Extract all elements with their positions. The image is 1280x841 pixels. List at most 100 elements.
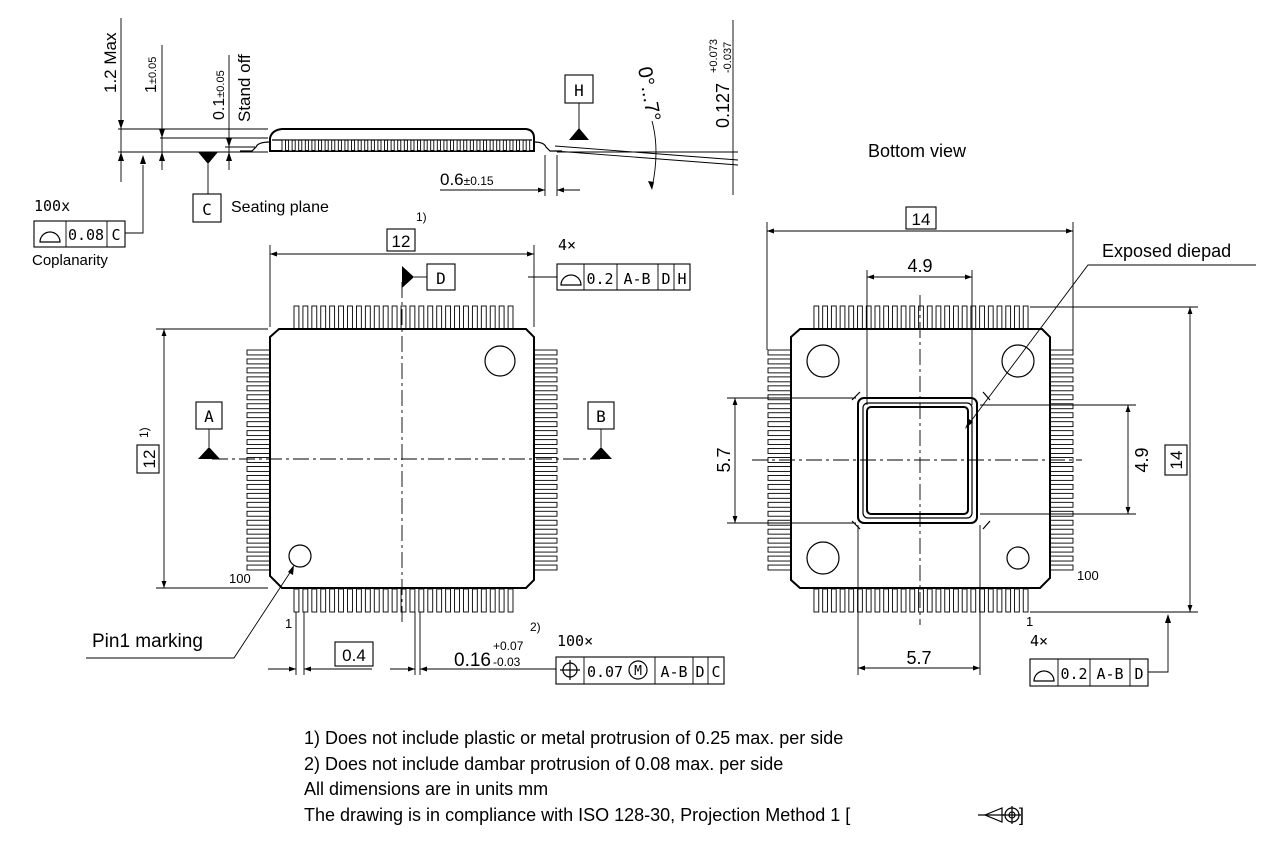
coplanarity-value: 0.08	[68, 226, 104, 244]
datum-c-label: C	[202, 200, 212, 219]
lead-width-tol-minus: -0.03	[493, 655, 521, 669]
lead-right	[1049, 358, 1074, 365]
lead-left	[246, 483, 271, 490]
lead-top	[1014, 305, 1020, 330]
note-4: The drawing is in compliance with ISO 12…	[304, 805, 850, 825]
lead-bottom	[909, 588, 916, 613]
side-lead	[307, 139, 313, 152]
lead-bottom	[953, 588, 959, 613]
lead-right	[1049, 385, 1074, 392]
coplanarity-frame: 100x 0.08 C Coplanarity	[32, 197, 126, 269]
side-lead	[281, 139, 286, 152]
lead-left	[246, 510, 271, 517]
side-lead-left	[240, 141, 271, 152]
lead-top	[311, 305, 318, 330]
lead-bottom	[918, 588, 924, 613]
lead-right	[533, 448, 558, 454]
lead-top	[293, 305, 300, 330]
lead-left	[246, 349, 271, 356]
lead-left	[767, 394, 792, 401]
lead-left	[767, 358, 792, 365]
svg-text:0.1±0.05: 0.1±0.05	[211, 70, 228, 120]
lead-right	[1049, 349, 1074, 356]
top-pin-100-label: 100	[229, 571, 251, 586]
lead-bottom	[373, 588, 380, 613]
side-lead	[301, 139, 306, 152]
projection-method-icon	[978, 806, 1021, 824]
side-lead	[512, 139, 517, 152]
lead-top	[944, 305, 951, 330]
lead-left	[246, 537, 271, 544]
lead-left	[767, 412, 792, 419]
lead-right	[1049, 394, 1074, 401]
lead-top	[874, 305, 881, 330]
lead-left	[246, 412, 271, 419]
lead-left	[767, 483, 792, 490]
top-view: 12 1) 12 1) D A B 4× 0.2 A-B D	[86, 210, 725, 685]
lead-left	[246, 546, 271, 553]
lead-bottom	[364, 588, 371, 613]
lead-left	[246, 457, 271, 463]
side-lead	[519, 139, 524, 152]
lead-top	[918, 305, 924, 330]
top-view-leads	[246, 305, 558, 613]
datum-a-triangle	[198, 447, 220, 459]
lead-left	[246, 403, 271, 410]
lead-left	[767, 537, 792, 544]
lead-top	[900, 305, 907, 330]
lead-right	[533, 367, 558, 374]
lead-top	[926, 305, 933, 330]
pitch-dim: 0.4	[342, 646, 366, 665]
lead-right	[533, 457, 558, 463]
lead-right	[1049, 412, 1074, 419]
bottom-pin-1-label: 1	[1026, 614, 1033, 629]
dim-lead-thickness-tol-plus: +0.073	[708, 39, 720, 73]
lead-top	[909, 305, 916, 330]
lead-left	[767, 564, 792, 571]
note-2: 2) Does not include dambar protrusion of…	[304, 754, 783, 774]
side-lead	[327, 139, 333, 152]
lead-left	[246, 367, 271, 374]
side-lead	[525, 139, 531, 152]
bottom-profile-datum-d: D	[1134, 665, 1143, 683]
side-lead	[400, 139, 405, 152]
pad-width-top: 4.9	[907, 256, 932, 276]
side-lead	[505, 139, 511, 152]
lead-top	[935, 305, 942, 330]
coplanarity-label: Coplanarity	[32, 252, 108, 269]
lead-right	[533, 385, 558, 392]
lead-bottom	[891, 588, 898, 613]
lead-left	[767, 528, 792, 535]
lead-top	[347, 305, 353, 330]
angle-arc	[651, 120, 657, 189]
svg-text:1±0.05: 1±0.05	[143, 57, 160, 93]
lead-bottom	[935, 588, 942, 613]
position-datum-c: C	[711, 663, 720, 681]
note-3: All dimensions are in units mm	[304, 779, 548, 799]
lead-bottom	[347, 588, 353, 613]
lead-right	[1049, 475, 1074, 481]
top-height-dim: 12	[140, 450, 159, 469]
lead-top	[382, 305, 389, 330]
lead-right	[1049, 430, 1074, 437]
lead-left	[767, 492, 792, 499]
dim-body-height: 1	[143, 84, 160, 93]
lead-right	[533, 546, 558, 553]
lead-left	[246, 421, 271, 428]
lead-left	[246, 564, 271, 571]
side-lead	[393, 139, 399, 152]
exposed-pad-inner	[866, 406, 969, 515]
lead-bottom	[507, 588, 514, 613]
lead-bottom	[987, 588, 994, 613]
datum-d-box	[426, 263, 456, 291]
lead-right	[1049, 376, 1074, 383]
lead-left	[767, 466, 792, 472]
lead-right	[533, 376, 558, 383]
position-mmc: M	[634, 664, 642, 679]
lead-left	[246, 430, 271, 437]
side-lead	[453, 139, 458, 152]
side-lead	[426, 139, 432, 152]
side-lead	[347, 139, 352, 152]
lead-top	[961, 305, 968, 330]
